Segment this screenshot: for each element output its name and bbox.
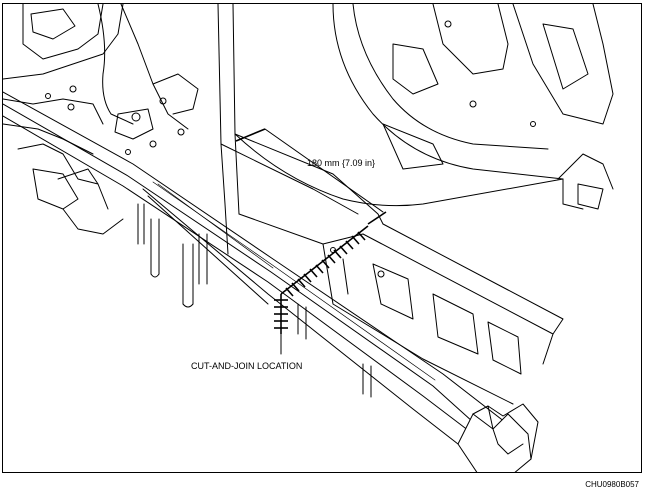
- diagram-frame: 180 mm {7.09 in} CUT-AND-JOIN LOCATION: [2, 3, 642, 473]
- dimension-line: [235, 128, 387, 225]
- floor-frame-upper-left: [3, 4, 199, 155]
- side-panel: [217, 4, 564, 405]
- cut-and-join-line: [274, 225, 369, 355]
- cut-and-join-label: CUT-AND-JOIN LOCATION: [191, 361, 303, 371]
- dimension-label: 180 mm {7.09 in}: [307, 158, 376, 168]
- figure-code: CHU0980B057: [585, 480, 639, 489]
- lower-left-brackets: [3, 123, 208, 308]
- side-sill-member: [3, 91, 539, 472]
- body-side-panel-illustration: [3, 4, 614, 472]
- wheel-housing: [234, 4, 614, 210]
